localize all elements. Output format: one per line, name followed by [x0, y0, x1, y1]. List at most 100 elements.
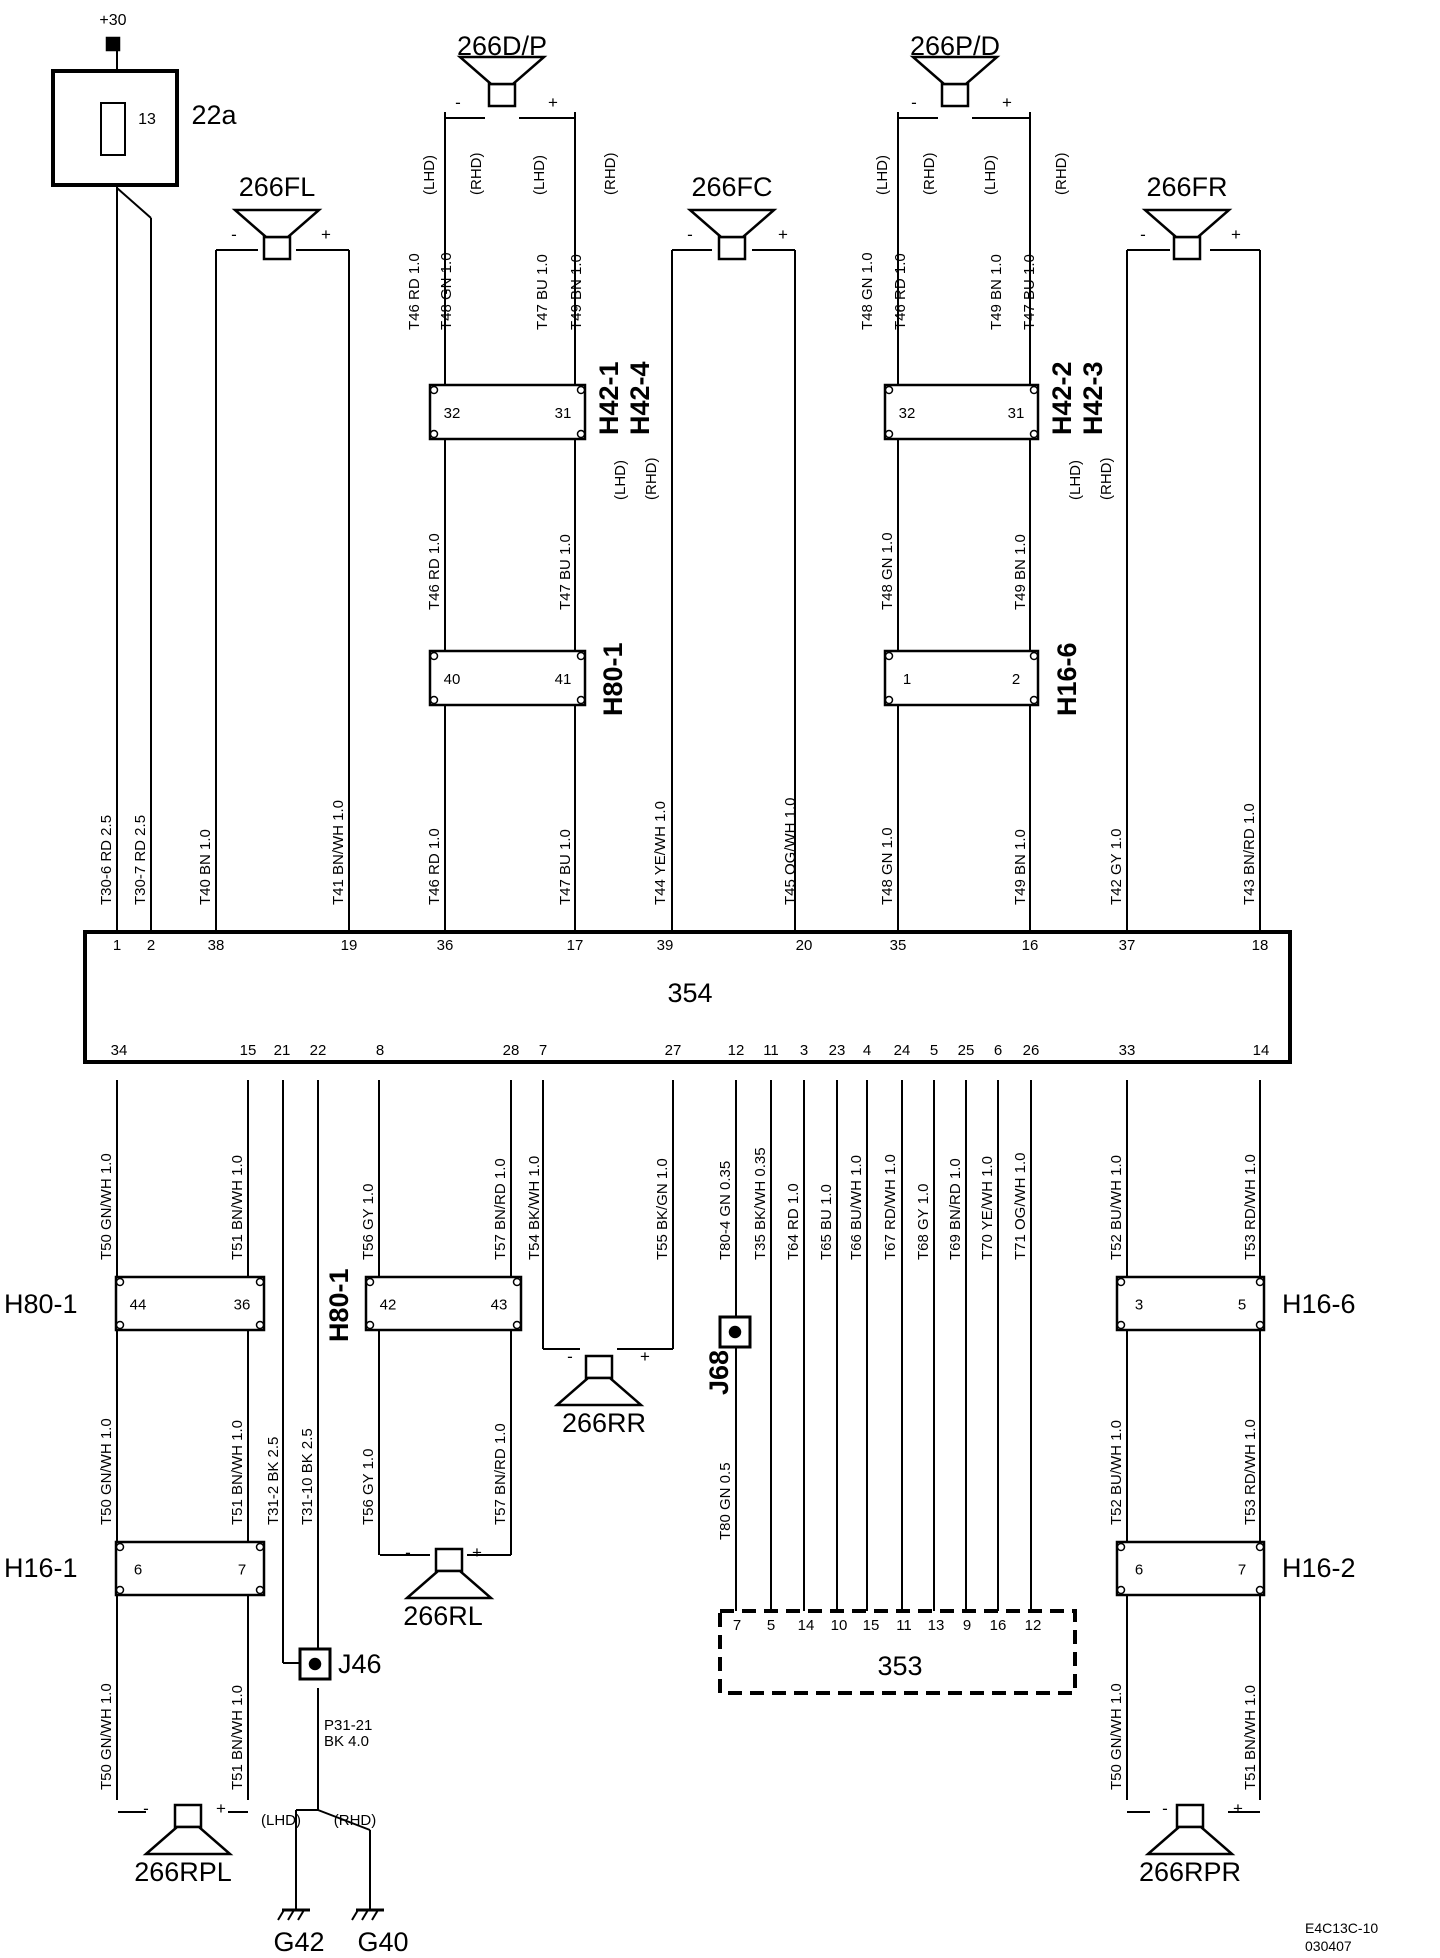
- wire-spec-label: T46 RD 1.0: [406, 253, 423, 330]
- pin-dot: [884, 385, 894, 395]
- speaker-266rl-symbol: [403, 1547, 495, 1600]
- wire-spec-label: T35 BK/WH 0.35: [752, 1147, 769, 1260]
- connector-pin-5: 5: [1238, 1297, 1246, 1314]
- connector-h80_top: [428, 649, 587, 707]
- footer-code: E4C13C-10: [1305, 1920, 1378, 1936]
- unit-354-top-pin: 20: [796, 937, 813, 954]
- unit-354-bottom-pin: 7: [539, 1042, 547, 1059]
- splice-dot: [308, 1657, 322, 1671]
- connector-pin-3: 3: [1135, 1297, 1143, 1314]
- unit-353-pin: 16: [990, 1617, 1007, 1634]
- wire-spec-label: T51 BN/WH 1.0: [229, 1420, 246, 1525]
- fuse-13: [100, 102, 126, 156]
- pin-dot: [365, 1320, 375, 1330]
- unit-354-top-pin: 38: [208, 937, 225, 954]
- polarity-minus-10: -: [143, 1799, 149, 1818]
- pin-dot: [255, 1585, 265, 1595]
- wire-spec-label: T43 BN/RD 1.0: [1241, 803, 1258, 905]
- polarity-plus-11: +: [216, 1799, 226, 1818]
- connector-pin-36: 36: [234, 1297, 251, 1314]
- unit-354-bottom-pin: 6: [994, 1042, 1002, 1059]
- connector-h42_left: [428, 383, 587, 441]
- supply-terminal: [105, 36, 121, 52]
- unit-354-bottom-pin: 4: [863, 1042, 871, 1059]
- connector-pin-32: 32: [899, 405, 916, 422]
- unit-354-bottom-pin: 3: [800, 1042, 808, 1059]
- polarity-plus-1: +: [548, 93, 558, 112]
- wire-spec-label: T65 BU 1.0: [818, 1184, 835, 1260]
- wire-spec-label: T69 BN/RD 1.0: [947, 1158, 964, 1260]
- speaker-266rpl-symbol: [142, 1803, 234, 1856]
- wire-spec-label: T48 GN 1.0: [879, 532, 896, 610]
- wire-spec-label: T80 GN 0.5: [717, 1462, 734, 1540]
- connector-pin-6: 6: [134, 1562, 142, 1579]
- wire: [116, 187, 152, 219]
- connector-pin-44: 44: [130, 1297, 147, 1314]
- wire-spec-label: T66 BU/WH 1.0: [848, 1155, 865, 1260]
- connector-pin-43: 43: [491, 1297, 508, 1314]
- connector-pin-1: 1: [903, 671, 911, 688]
- pin-dot: [1029, 695, 1039, 705]
- wire-spec-label: T47 BU 1.0: [534, 254, 551, 330]
- connector-label-h16-1: H16-1: [4, 1553, 78, 1583]
- pin-dot: [429, 651, 439, 661]
- wire-spec-label: T54 BK/WH 1.0: [526, 1156, 543, 1260]
- pin-dot: [576, 695, 586, 705]
- pin-dot: [1116, 1585, 1126, 1595]
- wire-spec-label: T31-2 BK 2.5: [265, 1437, 282, 1525]
- connector-pin-40: 40: [444, 671, 461, 688]
- ground-hatch: [277, 1909, 285, 1921]
- wire-spec-label: T31-10 BK 2.5: [299, 1428, 316, 1525]
- pin-dot: [255, 1277, 265, 1287]
- polarity-minus-2: -: [911, 93, 917, 112]
- pin-dot: [1029, 651, 1039, 661]
- wire-spec-label: T46 RD 1.0: [892, 253, 909, 330]
- splice-label-j46: J46: [338, 1649, 382, 1679]
- polarity-plus-7: +: [778, 225, 788, 244]
- wire-spec-label: T47 BU 1.0: [557, 829, 574, 905]
- ground-label-g40: G40: [357, 1927, 408, 1957]
- unit-354-top-pin: 37: [1119, 937, 1136, 954]
- speaker-266rl-label: 266RL: [403, 1601, 483, 1631]
- wire-spec-label: T56 GY 1.0: [360, 1184, 377, 1260]
- wire-spec-label: T30-6 RD 2.5: [98, 815, 115, 905]
- speaker-266d-p-symbol: [456, 55, 548, 108]
- speaker-266rpl-label: 266RPL: [134, 1857, 232, 1887]
- ground-wire-id: P31-21: [324, 1717, 372, 1734]
- wire-spec-label: T41 BN/WH 1.0: [330, 800, 347, 905]
- polarity-minus-14: -: [567, 1347, 573, 1366]
- drive-side-label-3: (RHD): [1098, 458, 1115, 501]
- speaker-symbols: [142, 55, 1236, 1856]
- wire-spec-label: T47 BU 1.0: [1021, 254, 1038, 330]
- wire-spec-label: T71 OG/WH 1.0: [1012, 1152, 1029, 1260]
- pin-dot: [576, 385, 586, 395]
- polarity-minus-12: -: [405, 1543, 411, 1562]
- unit-353-pin: 14: [798, 1617, 815, 1634]
- connector-h80_rl_a: [114, 1275, 266, 1332]
- connector-pin-31: 31: [555, 405, 572, 422]
- wire-spec-label: T80-4 GN 0.35: [717, 1161, 734, 1260]
- pin-dot: [429, 429, 439, 439]
- wire-spec-label: T57 BN/RD 1.0: [492, 1158, 509, 1260]
- unit-354-bottom-pin: 25: [958, 1042, 975, 1059]
- unit-354-bottom-pin: 27: [665, 1042, 682, 1059]
- connector-label-h42-4: H42-4: [625, 361, 655, 435]
- wire-spec-label: T50 GN/WH 1.0: [98, 1153, 115, 1260]
- wire-spec-label: T70 YE/WH 1.0: [979, 1156, 996, 1260]
- unit-354-top-pin: 39: [657, 937, 674, 954]
- connector-label-h80-1-top: H80-1: [598, 642, 628, 716]
- ground-rhd-label: (RHD): [334, 1812, 377, 1829]
- wire-spec-label: T57 BN/RD 1.0: [492, 1423, 509, 1525]
- pin-dot: [1255, 1320, 1265, 1330]
- wire-spec-label: T50 GN/WH 1.0: [98, 1683, 115, 1790]
- wire-spec-label: T51 BN/WH 1.0: [229, 1685, 246, 1790]
- fuse-box-label: 22a: [191, 100, 237, 130]
- polarity-plus-17: +: [1233, 1799, 1243, 1818]
- wire-spec-label: T51 BN/WH 1.0: [1242, 1685, 1259, 1790]
- pin-dot: [576, 651, 586, 661]
- pin-dot: [115, 1277, 125, 1287]
- connector-label-h42-2: H42-2: [1047, 361, 1077, 435]
- ground-hatch: [371, 1909, 379, 1921]
- unit-353-label: 353: [877, 1651, 922, 1681]
